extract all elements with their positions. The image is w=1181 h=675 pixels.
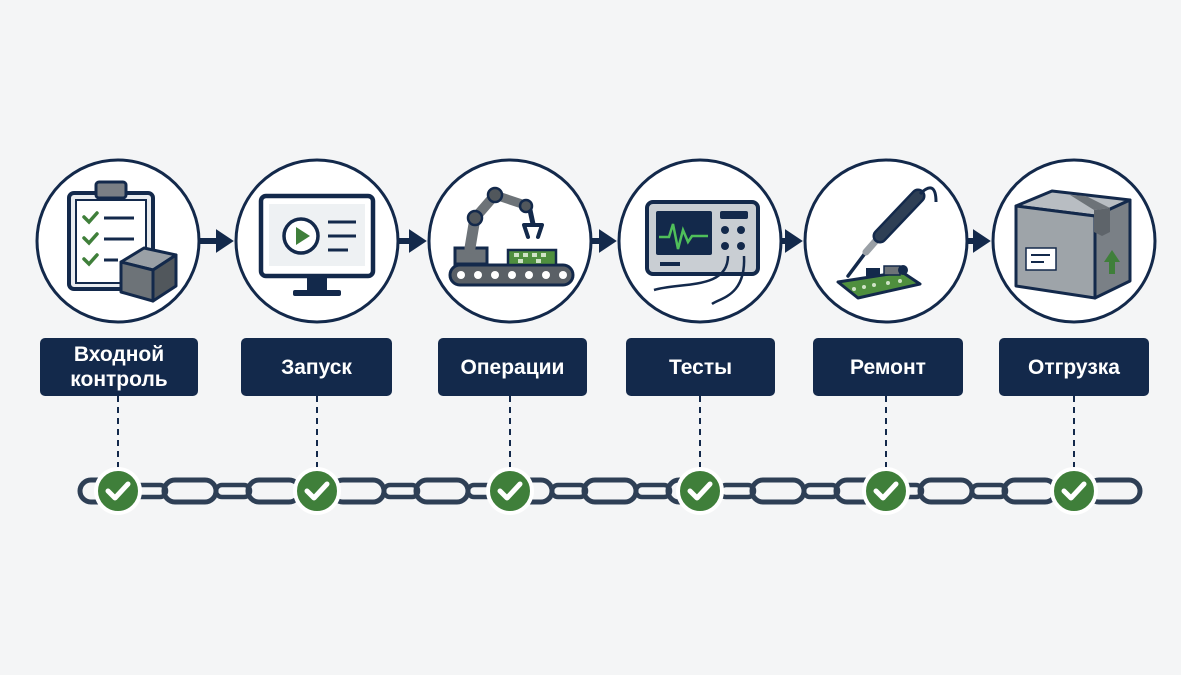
checkmarks: [94, 467, 1098, 515]
chain-link: [213, 482, 253, 500]
clipboard-checklist-box-icon: [67, 180, 178, 303]
chain-link: [717, 482, 757, 500]
stage-circle-tests: [617, 158, 783, 324]
check-badge-launch: [293, 467, 341, 515]
shipping-box-icon: [1014, 189, 1132, 300]
chain-link: [801, 482, 841, 500]
stage-circle-incoming-inspection: [35, 158, 201, 324]
chain-link: [381, 482, 421, 500]
check-badge-incoming-inspection: [94, 467, 142, 515]
robot-arm-conveyor-icon: [448, 186, 575, 287]
monitor-play-icon: [258, 193, 376, 296]
chain-link: [1001, 477, 1059, 505]
soldering-iron-icon: [836, 186, 938, 300]
oscilloscope-icon: [645, 200, 760, 306]
stage-circle-launch: [234, 158, 400, 324]
stage-label-incoming-inspection: Входной контроль: [40, 338, 198, 396]
chain-link: [917, 477, 975, 505]
check-icon: [105, 481, 131, 501]
chain-link: [749, 477, 807, 505]
stage-label-repair: Ремонт: [813, 338, 963, 396]
stage-circle-shipping: [991, 158, 1157, 324]
check-icon: [497, 481, 523, 501]
stage-label-text: Операции: [460, 355, 565, 379]
chain-link: [413, 477, 471, 505]
dashed-connectors: [117, 396, 1075, 468]
chain-link: [581, 477, 639, 505]
stage-label-shipping: Отгрузка: [999, 338, 1149, 396]
check-badge-shipping: [1050, 467, 1098, 515]
chain-link: [633, 482, 673, 500]
stage-circle-repair: [803, 158, 969, 324]
stage-label-text: Входной контроль: [70, 343, 168, 391]
check-icon: [304, 481, 330, 501]
stage-label-text: Запуск: [281, 355, 352, 379]
check-icon: [1061, 481, 1087, 501]
chain-link: [549, 482, 589, 500]
stage-label-text: Тесты: [668, 355, 733, 379]
stage-label-launch: Запуск: [241, 338, 392, 396]
chain-link: [969, 482, 1009, 500]
stage-label-text: Ремонт: [850, 355, 926, 379]
check-badge-repair: [862, 467, 910, 515]
stage-label-tests: Тесты: [626, 338, 775, 396]
chain: [77, 477, 1143, 505]
check-icon: [687, 481, 713, 501]
stage-label-text: Отгрузка: [1028, 355, 1120, 379]
chain-link: [245, 477, 303, 505]
stage-circle-operations: [427, 158, 593, 324]
stage-label-operations: Операции: [438, 338, 587, 396]
check-badge-tests: [676, 467, 724, 515]
check-icon: [873, 481, 899, 501]
chain-link: [161, 477, 219, 505]
check-badge-operations: [486, 467, 534, 515]
